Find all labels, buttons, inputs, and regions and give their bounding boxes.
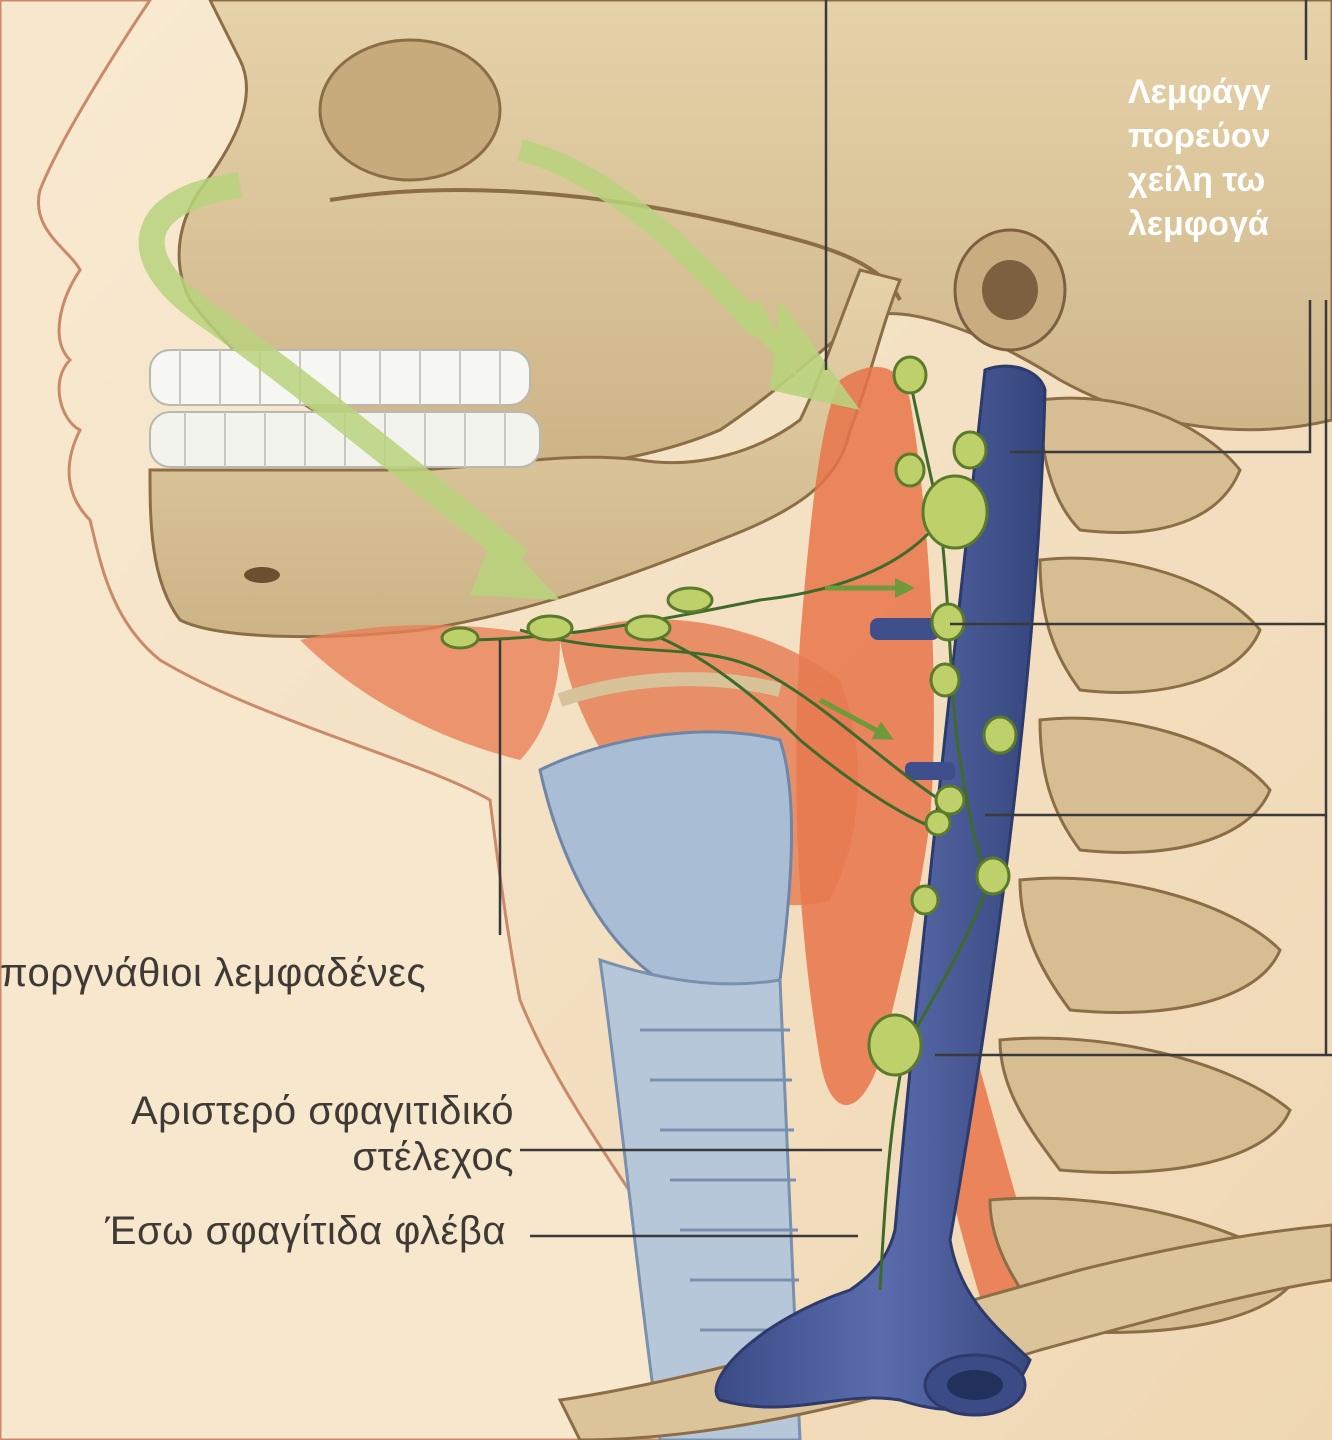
subclavian-vein-lumen xyxy=(947,1370,1003,1400)
label-internal-jugular-vein: Έσω σφαγίτιδα φλέβα xyxy=(105,1208,506,1254)
upper-teeth xyxy=(150,350,530,405)
callout-line: Λεμφάγγ xyxy=(1128,70,1332,114)
ear-canal-opening xyxy=(982,260,1038,320)
callout-text: Λεμφάγγ πορεύον χείλη τω λεμφογά xyxy=(1128,70,1332,246)
label-left-jugular-trunk: Αριστερό σφαγιτιδικό στέλεχος xyxy=(131,1088,514,1180)
facial-vein-tributary xyxy=(870,618,940,640)
mental-foramen xyxy=(244,567,280,583)
orbit xyxy=(320,40,500,180)
label-submandibular-nodes: ποργνάθιοι λεμφαδένες xyxy=(0,950,426,996)
jugulo-omohyoid-node xyxy=(869,1015,921,1075)
label-left-jugular-trunk-line1: Αριστερό σφαγιτιδικό xyxy=(131,1088,514,1134)
callout-line: λεμφογά xyxy=(1128,202,1332,246)
callout-line: χείλη τω xyxy=(1128,158,1332,202)
callout-line: πορεύον xyxy=(1128,114,1332,158)
thyroid-vein-tributary xyxy=(905,762,955,780)
label-left-jugular-trunk-line2: στέλεχος xyxy=(131,1134,514,1180)
jugulodigastric-node xyxy=(923,476,987,548)
